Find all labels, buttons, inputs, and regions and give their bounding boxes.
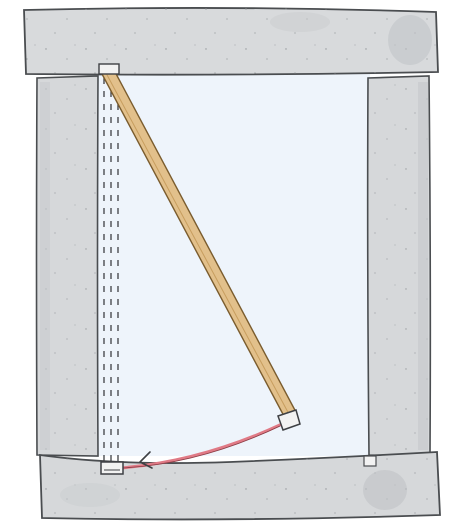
bottom-hinge bbox=[100, 461, 124, 475]
right-jamb bbox=[366, 75, 432, 457]
right-sill-notch bbox=[363, 455, 377, 467]
red-string bbox=[118, 422, 284, 470]
arrow-mark bbox=[139, 451, 153, 469]
rod-end-cap bbox=[277, 409, 301, 431]
top-lintel bbox=[23, 7, 439, 76]
bottom-sill bbox=[39, 451, 441, 521]
left-jamb bbox=[35, 75, 99, 457]
top-hinge bbox=[98, 63, 120, 75]
